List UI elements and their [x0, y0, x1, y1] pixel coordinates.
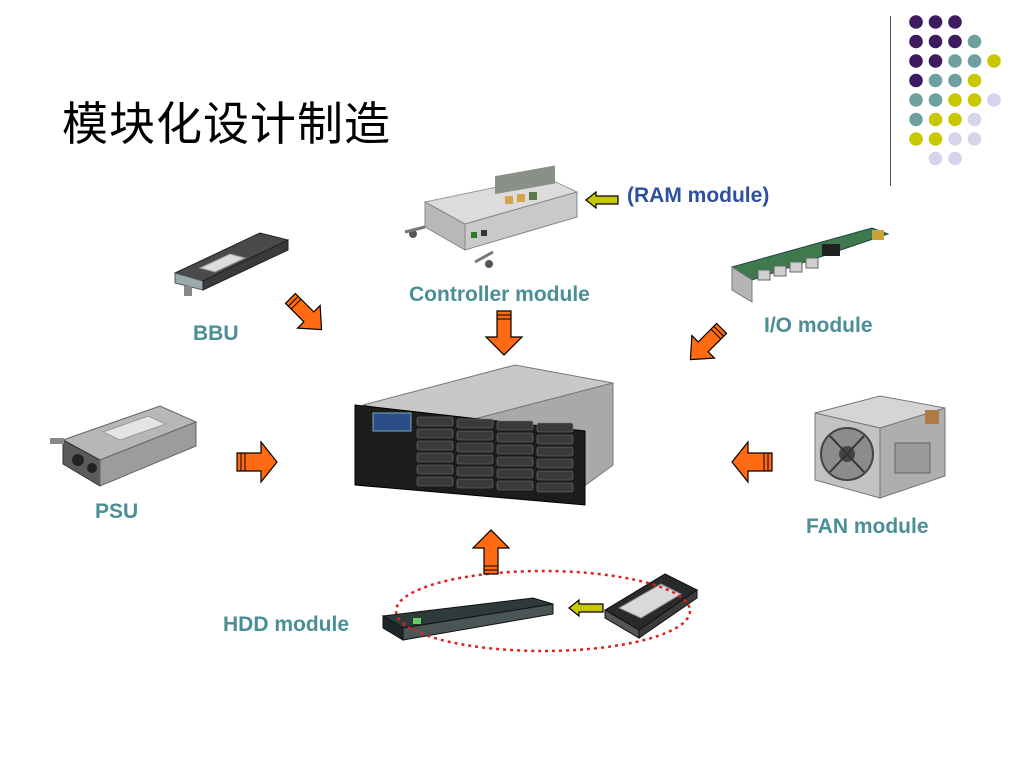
decorative-dot: [948, 132, 962, 146]
decorative-dot: [987, 54, 1001, 68]
drive-bay: [416, 464, 454, 475]
storage-enclosure-image: [354, 364, 614, 506]
arrow-psu-icon: [236, 440, 278, 484]
controller-module-image: [404, 165, 579, 268]
drive-bay: [416, 476, 454, 487]
decorative-dot: [967, 54, 982, 68]
bbu-label: BBU: [193, 322, 239, 345]
drive-bay: [416, 440, 454, 451]
decorative-dot: [948, 73, 962, 88]
drive-bay: [416, 452, 454, 463]
decorative-dot: [909, 15, 923, 29]
drive-bay: [536, 470, 574, 481]
decorative-dot: [909, 112, 923, 127]
decorative-divider-line: [890, 16, 891, 186]
decorative-dot: [948, 93, 962, 107]
drive-bay: [456, 466, 494, 477]
arrow-controller-icon: [484, 310, 524, 356]
drive-bay: [456, 454, 494, 465]
decorative-dot: [928, 151, 943, 166]
drive-bay: [536, 482, 574, 493]
ram-arrow-icon: [585, 190, 619, 210]
decorative-dot: [967, 132, 982, 146]
arrow-io-icon: [689, 322, 728, 361]
fan-module-image: [814, 395, 946, 499]
drive-bay: [496, 468, 534, 479]
io-module-label: I/O module: [764, 314, 873, 337]
decorative-dot: [928, 15, 943, 29]
drive-bay: [496, 456, 534, 467]
drive-bay: [496, 444, 534, 455]
hdd-insert-arrow-icon: [568, 598, 604, 618]
psu-image: [50, 405, 198, 487]
hdd-highlight-ellipse: [394, 569, 692, 653]
fan-module-label: FAN module: [806, 515, 929, 538]
hard-disk-image: [604, 573, 698, 639]
decorative-dot: [909, 132, 923, 146]
ram-module-label: (RAM module): [627, 184, 770, 207]
psu-label: PSU: [95, 500, 139, 523]
drive-bay: [536, 434, 574, 445]
drive-bay: [496, 480, 534, 491]
decorative-dot: [909, 73, 923, 88]
decorative-dot: [928, 54, 943, 68]
hdd-module-label: HDD module: [223, 613, 349, 636]
hdd-tray-image: [381, 597, 554, 641]
drive-bay: [456, 478, 494, 489]
decorative-dot-grid: [909, 15, 1001, 166]
decorative-dot: [948, 151, 962, 166]
decorative-dot: [967, 34, 982, 49]
decorative-dot: [909, 34, 923, 49]
drive-bay: [536, 422, 574, 433]
decorative-dot: [909, 54, 923, 68]
decorative-dot: [928, 73, 943, 88]
drive-bay: [536, 446, 574, 457]
drive-bay: [536, 458, 574, 469]
drive-bay: [456, 430, 494, 441]
decorative-dot: [928, 34, 943, 49]
bbu-image: [173, 232, 290, 296]
io-module-image: [730, 227, 890, 303]
decorative-dot: [928, 132, 943, 146]
decorative-dot: [928, 112, 943, 127]
decorative-dot: [948, 112, 962, 127]
controller-module-label: Controller module: [409, 283, 590, 306]
decorative-dot: [987, 93, 1001, 107]
drive-bay: [416, 428, 454, 439]
decorative-dot: [948, 15, 962, 29]
drive-bay: [456, 442, 494, 453]
drive-bay: [456, 418, 494, 429]
decorative-dot: [967, 93, 982, 107]
decorative-dot: [967, 112, 982, 127]
slide-title: 模块化设计制造: [62, 97, 391, 151]
decorative-dot: [909, 93, 923, 107]
arrow-fan-icon: [731, 440, 773, 484]
drive-bay: [496, 432, 534, 443]
drive-bay: [496, 420, 534, 431]
decorative-dot: [967, 73, 982, 88]
decorative-dot: [948, 34, 962, 49]
decorative-dot: [948, 54, 962, 68]
drive-bay: [416, 416, 454, 427]
decorative-dot: [928, 93, 943, 107]
